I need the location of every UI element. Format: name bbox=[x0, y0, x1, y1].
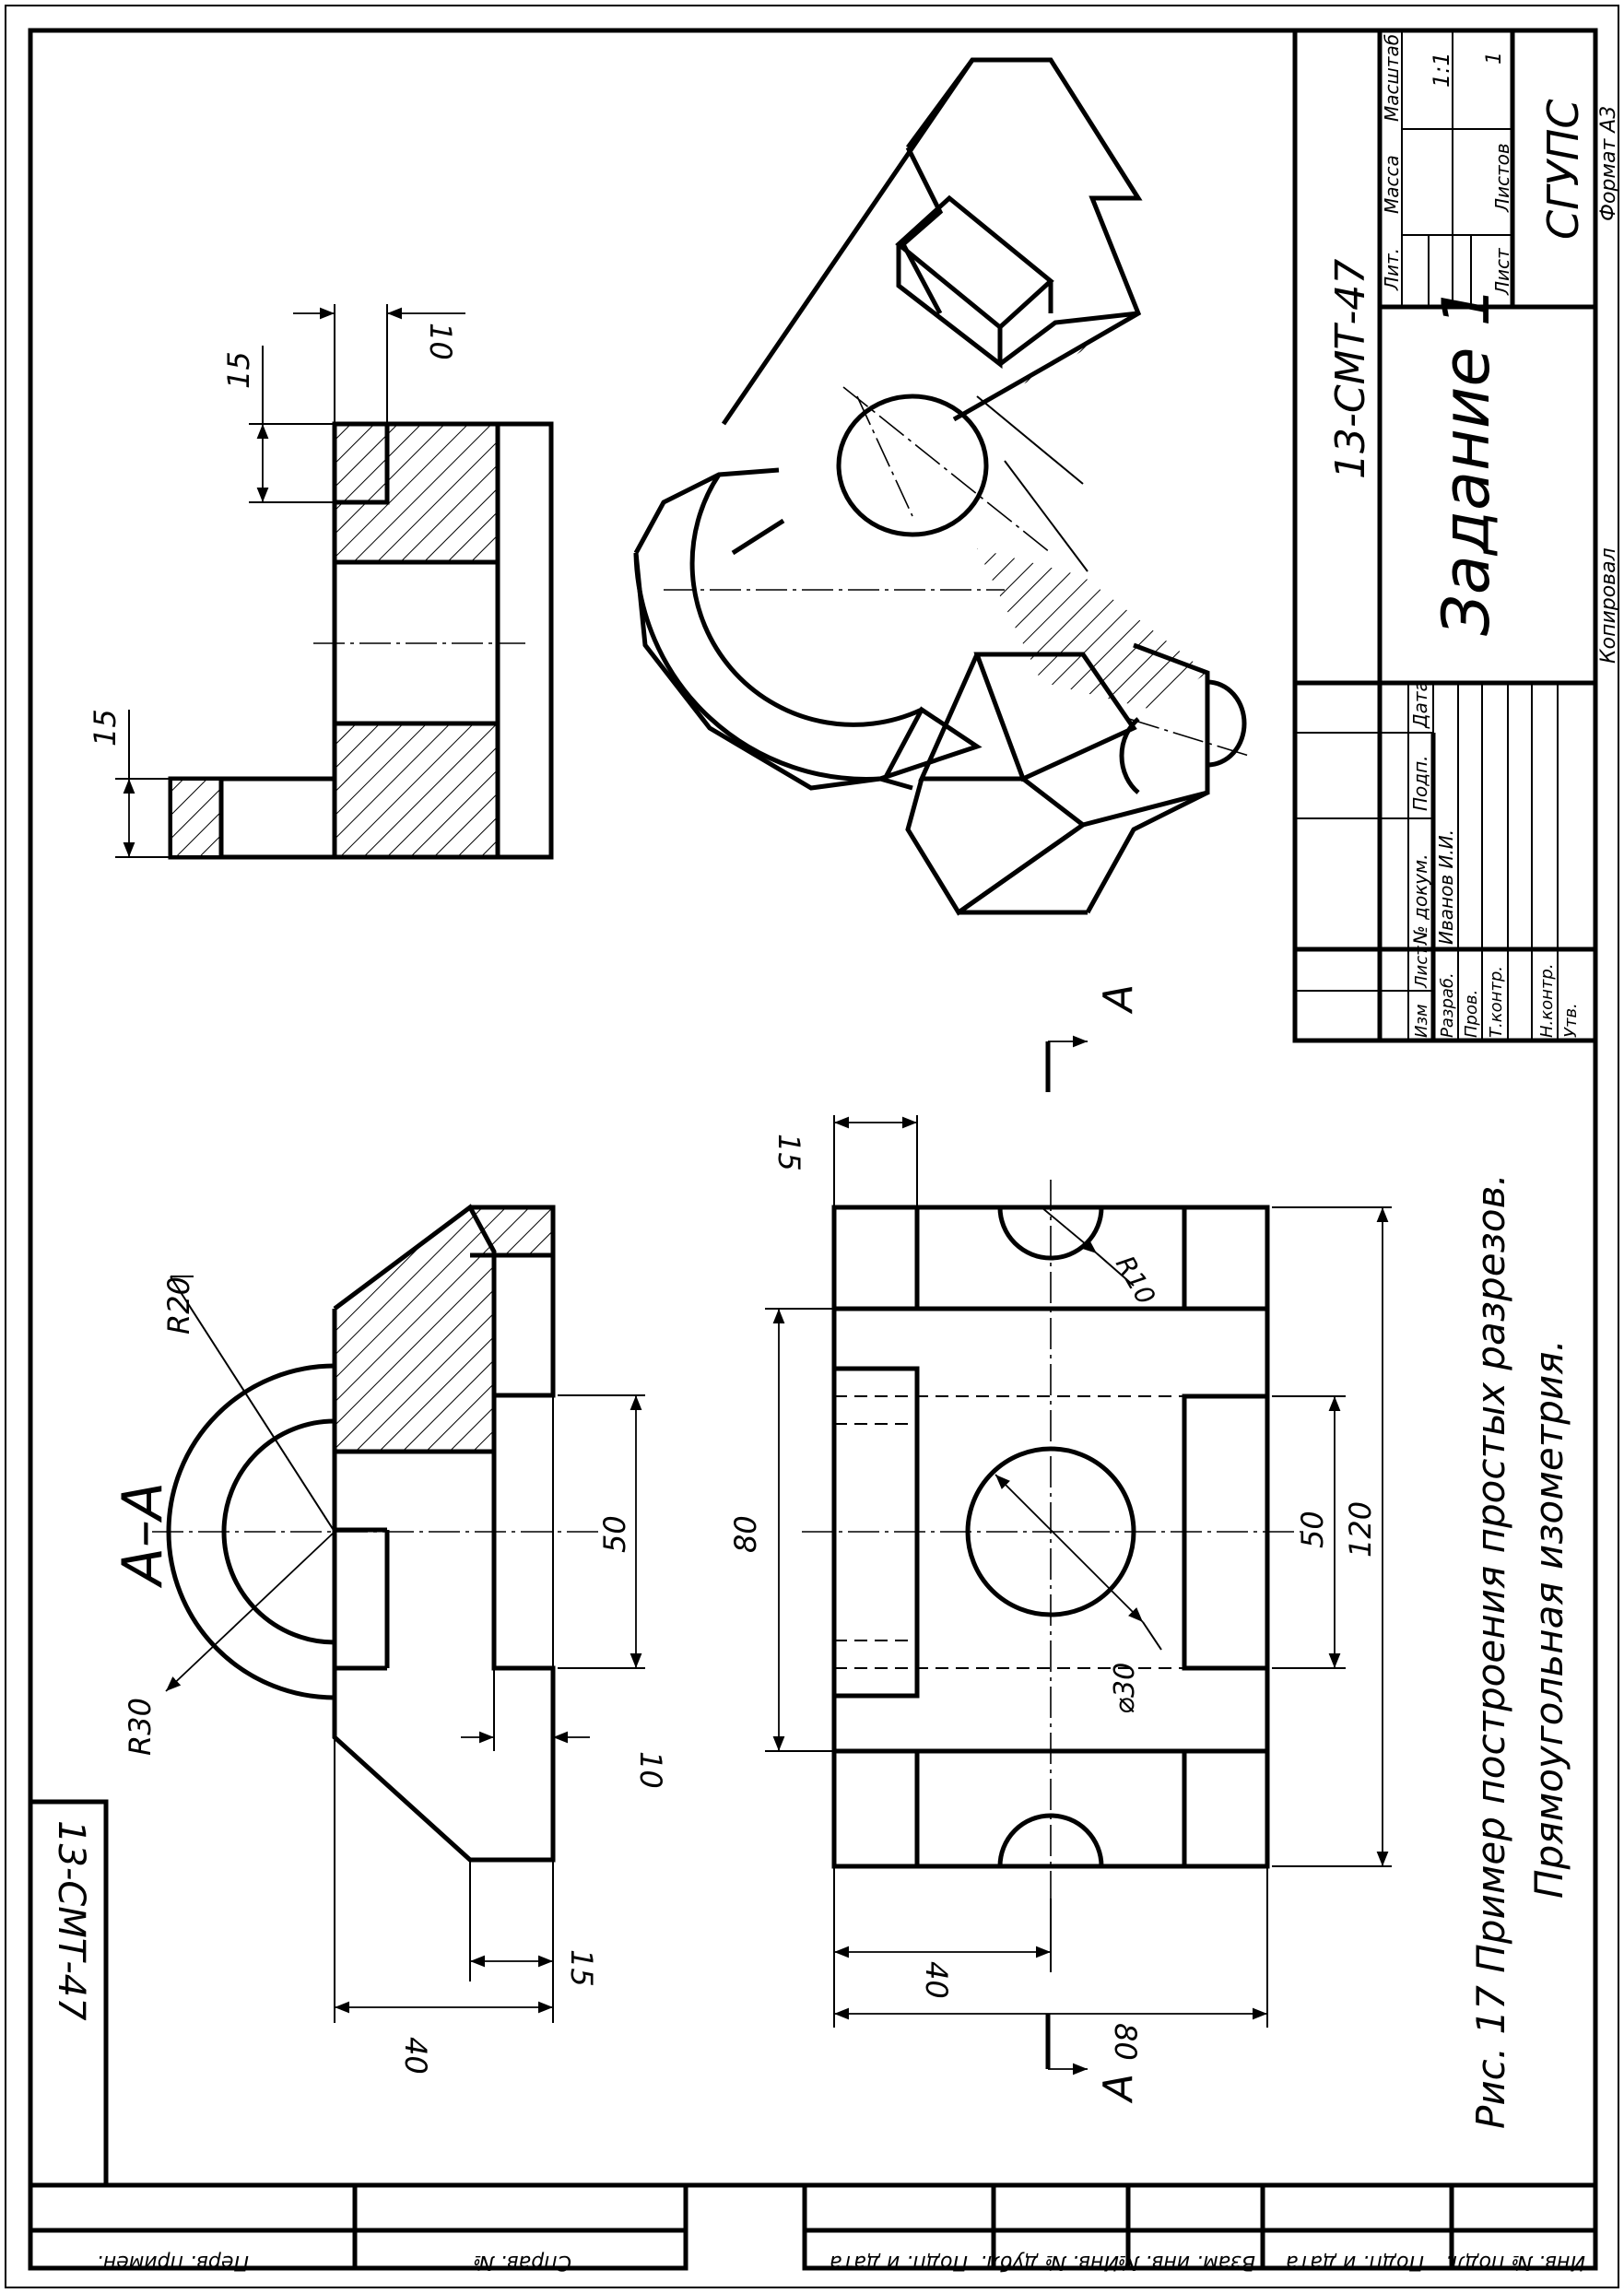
title-scale: 1:1 bbox=[1429, 52, 1454, 88]
title-developer: Иванов И.И. bbox=[1435, 829, 1457, 945]
strip-vzam-label: Взам. инв. № bbox=[1118, 2251, 1255, 2274]
strip-prim-label: Перв. примен. bbox=[97, 2251, 249, 2274]
title-designation: 13-СМТ-47 bbox=[1327, 259, 1374, 479]
dim-phi30: ⌀30 bbox=[1109, 1663, 1141, 1714]
section-view: А–А R20 R30 50 bbox=[111, 1204, 668, 2075]
side-view: 15 15 10 bbox=[88, 304, 554, 860]
title-header-sheets: Листов bbox=[1491, 143, 1513, 213]
dim-80-plan: 80 bbox=[1108, 2023, 1143, 2061]
section-label: А–А bbox=[111, 1482, 175, 1589]
title-format: Формат А3 bbox=[1597, 106, 1620, 221]
title-row-tcontrol: Т.контр. bbox=[1487, 966, 1506, 1038]
dim-15-side-a: 15 bbox=[221, 351, 256, 389]
strip-sprav-label: Справ. № bbox=[473, 2251, 571, 2274]
title-row-ncontrol: Н.контр. bbox=[1537, 963, 1557, 1038]
dim-10-section: 10 bbox=[633, 1751, 668, 1789]
dim-50-section: 50 bbox=[597, 1515, 632, 1553]
strip-podp2-label: Подп. и дата bbox=[1286, 2251, 1424, 2274]
caption-line1: Рис. 17 Пример построения простых разрез… bbox=[1468, 1173, 1513, 2129]
title-row-check: Пров. bbox=[1462, 990, 1481, 1038]
title-header-mass: Масса bbox=[1381, 155, 1403, 214]
dim-80-top: 80 bbox=[728, 1515, 763, 1553]
corner-stamp-text: 13-СМТ-47 bbox=[50, 1820, 92, 2021]
title-row-dev: Разраб. bbox=[1438, 972, 1457, 1038]
dim-15-side-b: 15 bbox=[88, 709, 123, 747]
title-col-date: Дата bbox=[1409, 680, 1431, 729]
title-header-scale: Масштаб bbox=[1381, 34, 1403, 122]
side-strip: Перв. примен. Справ. № Подп. и дата Инв.… bbox=[28, 2182, 1598, 2274]
dim-50-plan: 50 bbox=[1295, 1511, 1330, 1548]
title-row-approve: Утв. bbox=[1561, 1003, 1581, 1038]
caption-line2: Прямоугольная изометрия. bbox=[1526, 1339, 1571, 1899]
dim-10-side: 10 bbox=[423, 323, 458, 360]
title-header-lit: Лит. bbox=[1381, 248, 1403, 291]
title-col-doc: № докум. bbox=[1409, 853, 1431, 946]
title-col-sign: Подп. bbox=[1409, 755, 1431, 811]
outer-border bbox=[5, 5, 1619, 2288]
plan-view: ⌀30 R10 15 80 50 120 40 80 bbox=[728, 984, 1392, 2104]
dim-40-plan: 40 bbox=[919, 1961, 954, 1999]
strip-podp1-label: Подп. и дата bbox=[830, 2251, 968, 2274]
dim-r30: R30 bbox=[123, 1698, 158, 1756]
strip-inv-dubl-label: Инв. № дубл. bbox=[980, 2251, 1119, 2274]
title-block: 13-СМТ-47 Задание 1 СГУПС 1:1 1 Формат А… bbox=[1292, 28, 1620, 1043]
title-organization: СГУПС bbox=[1538, 100, 1588, 241]
corner-stamp: 13-СМТ-47 bbox=[28, 1799, 109, 2188]
dim-r20: R20 bbox=[161, 1276, 196, 1335]
title-sheets-total: 1 bbox=[1483, 52, 1506, 65]
title-col-sheet: Лист bbox=[1412, 946, 1431, 989]
dim-120: 120 bbox=[1343, 1501, 1378, 1558]
dim-15-section: 15 bbox=[564, 1949, 599, 1987]
cut-mark-bottom: А bbox=[1095, 2074, 1142, 2104]
cut-mark-top: А bbox=[1095, 984, 1142, 1015]
title-col-change: Изм bbox=[1412, 1004, 1431, 1038]
isometric-view bbox=[633, 57, 1250, 916]
dim-15-top: 15 bbox=[771, 1134, 806, 1171]
strip-inv-podl-label: Инв. № подл. bbox=[1445, 2251, 1585, 2274]
title-name: Задание 1 bbox=[1429, 286, 1504, 636]
title-copied: Копировал bbox=[1597, 547, 1620, 664]
title-header-sheet: Лист bbox=[1491, 247, 1513, 296]
dim-40-section: 40 bbox=[398, 2037, 433, 2075]
dim-r10: R10 bbox=[1110, 1251, 1161, 1310]
